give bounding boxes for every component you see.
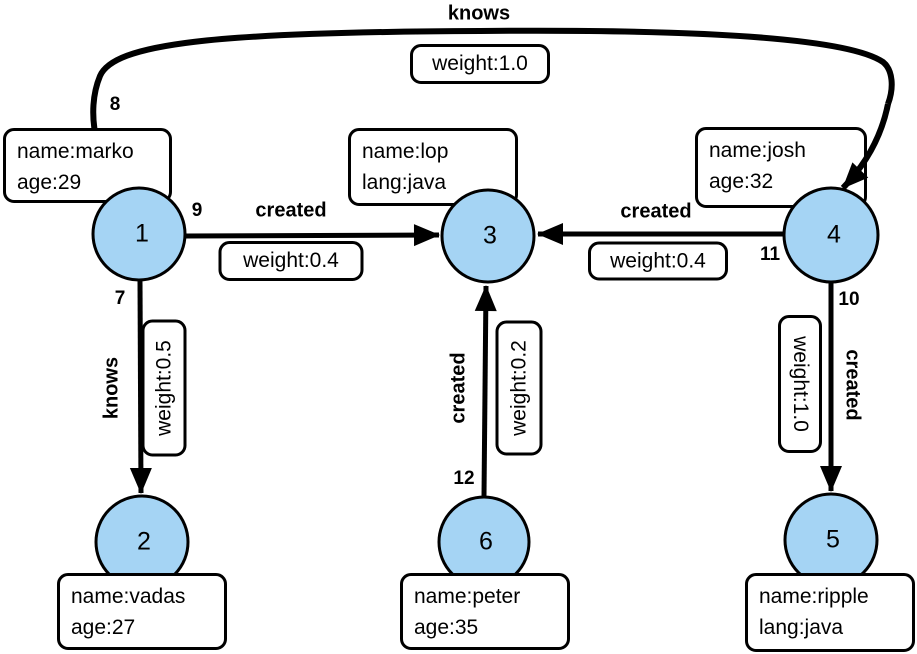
edge-12-label: created	[447, 352, 470, 424]
property-line: name:vadas	[71, 585, 186, 608]
node-6-id: 6	[479, 527, 493, 556]
node-1-id: 1	[135, 219, 149, 248]
node-4-circle	[782, 186, 880, 284]
node-3-circle	[440, 188, 536, 284]
property-line: age:35	[414, 616, 479, 639]
property-line: name:ripple	[759, 585, 869, 608]
edge-8-arrowhead	[840, 103, 891, 191]
edge-10-label: created	[841, 349, 864, 421]
property-line: name:josh	[709, 139, 806, 162]
edge-7-weight-box: weight:0.5	[141, 319, 187, 457]
property-line: age:27	[71, 616, 136, 639]
edge-11-id: 11	[759, 244, 781, 265]
edge-9-label: created	[255, 199, 327, 222]
node-2-id: 2	[137, 527, 151, 556]
edge-7-id: 7	[114, 288, 126, 309]
property-line: age:29	[17, 171, 82, 194]
edge-12-weight: weight:0.2	[507, 340, 530, 436]
node-6-properties: name:peter age:35	[400, 573, 570, 650]
property-line: name:marko	[17, 140, 134, 163]
edge-11-label: created	[620, 200, 692, 223]
edge-7-weight: weight:0.5	[152, 340, 175, 436]
node-1-circle	[91, 186, 187, 282]
property-line: name:lop	[362, 140, 449, 163]
edge-8-weight-box: weight:1.0	[410, 44, 550, 84]
edge-7-knows-line	[129, 280, 152, 494]
edge-8-label: knows	[447, 2, 511, 25]
edge-12-id: 12	[453, 468, 475, 489]
property-line: lang:java	[759, 616, 844, 639]
edge-9-weight: weight:0.4	[243, 249, 339, 272]
edge-8-id: 8	[109, 94, 121, 115]
node-3-id: 3	[483, 221, 497, 250]
node-4-id: 4	[827, 220, 841, 249]
node-5-properties: name:ripple lang:java	[745, 573, 915, 652]
property-line: lang:java	[362, 171, 447, 194]
edge-8-knows-curve	[90, 27, 895, 195]
edge-10-id: 10	[838, 289, 860, 310]
edge-12-created-line	[474, 285, 497, 497]
edge-11-weight-box: weight:0.4	[588, 241, 728, 281]
node-5-id: 5	[826, 525, 840, 554]
property-line: name:peter	[414, 585, 521, 608]
edge-7-label: knows	[100, 356, 123, 420]
node-2-properties: name:vadas age:27	[57, 573, 227, 650]
edge-12-weight-box: weight:0.2	[495, 320, 543, 456]
edge-9-id: 9	[191, 200, 203, 221]
edge-9-created-line	[184, 224, 440, 247]
edge-8-weight: weight:1.0	[432, 52, 528, 75]
edge-11-weight: weight:0.4	[610, 249, 706, 272]
edge-9-weight-box: weight:0.4	[218, 241, 364, 281]
property-line: age:32	[709, 170, 774, 193]
edge-10-weight: weight:1.0	[789, 336, 812, 432]
edge-10-weight-box: weight:1.0	[778, 315, 822, 453]
